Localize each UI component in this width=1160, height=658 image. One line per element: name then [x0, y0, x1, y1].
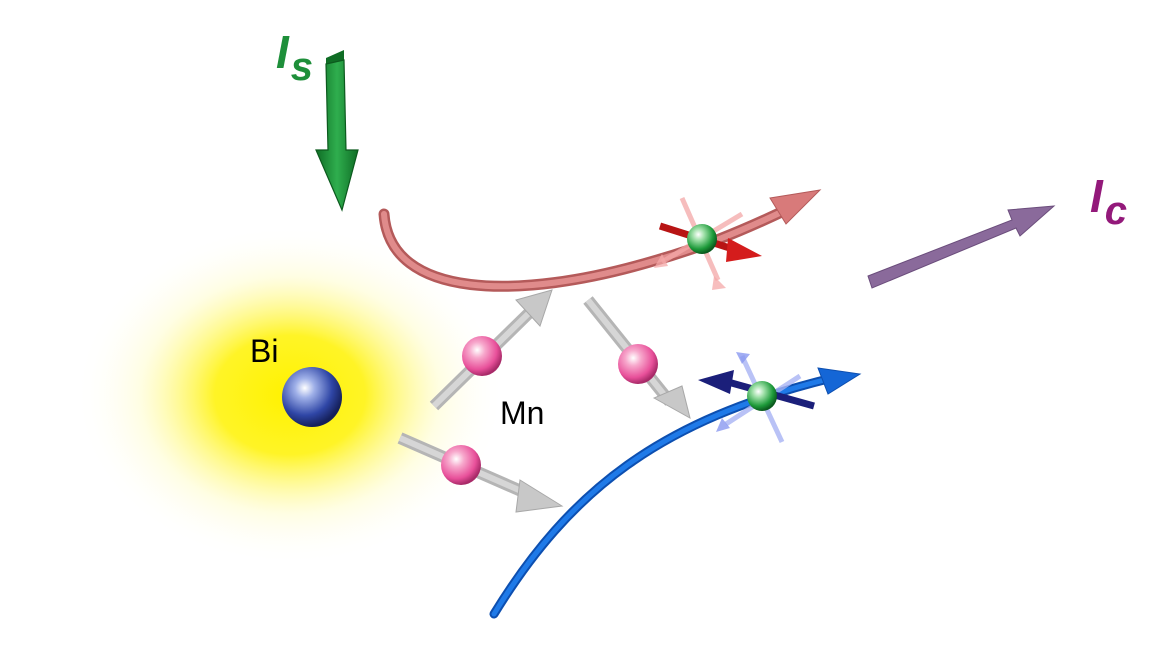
- bi-atom: [282, 367, 342, 427]
- electron: [747, 381, 777, 411]
- electron: [687, 224, 717, 254]
- bi-label: Bi: [250, 333, 278, 369]
- spin-current-label: Is: [276, 26, 313, 89]
- mn-atom: [462, 336, 502, 376]
- charge-current-arrow: [867, 205, 1056, 289]
- lower-electron-spin: [698, 352, 815, 444]
- mn-label: Mn: [500, 395, 544, 431]
- upper-electron-path: [378, 189, 822, 292]
- spin-current-arrow: [315, 50, 359, 212]
- spin-current-symbol: I: [276, 26, 290, 78]
- upper-electron-spin: [654, 196, 762, 290]
- spin-current-subscript: s: [291, 45, 313, 89]
- mn-atom: [618, 344, 658, 384]
- charge-current-label: Ic: [1090, 170, 1127, 233]
- charge-current-symbol: I: [1090, 170, 1104, 222]
- mn-atom: [441, 445, 481, 485]
- charge-current-subscript: c: [1105, 189, 1127, 233]
